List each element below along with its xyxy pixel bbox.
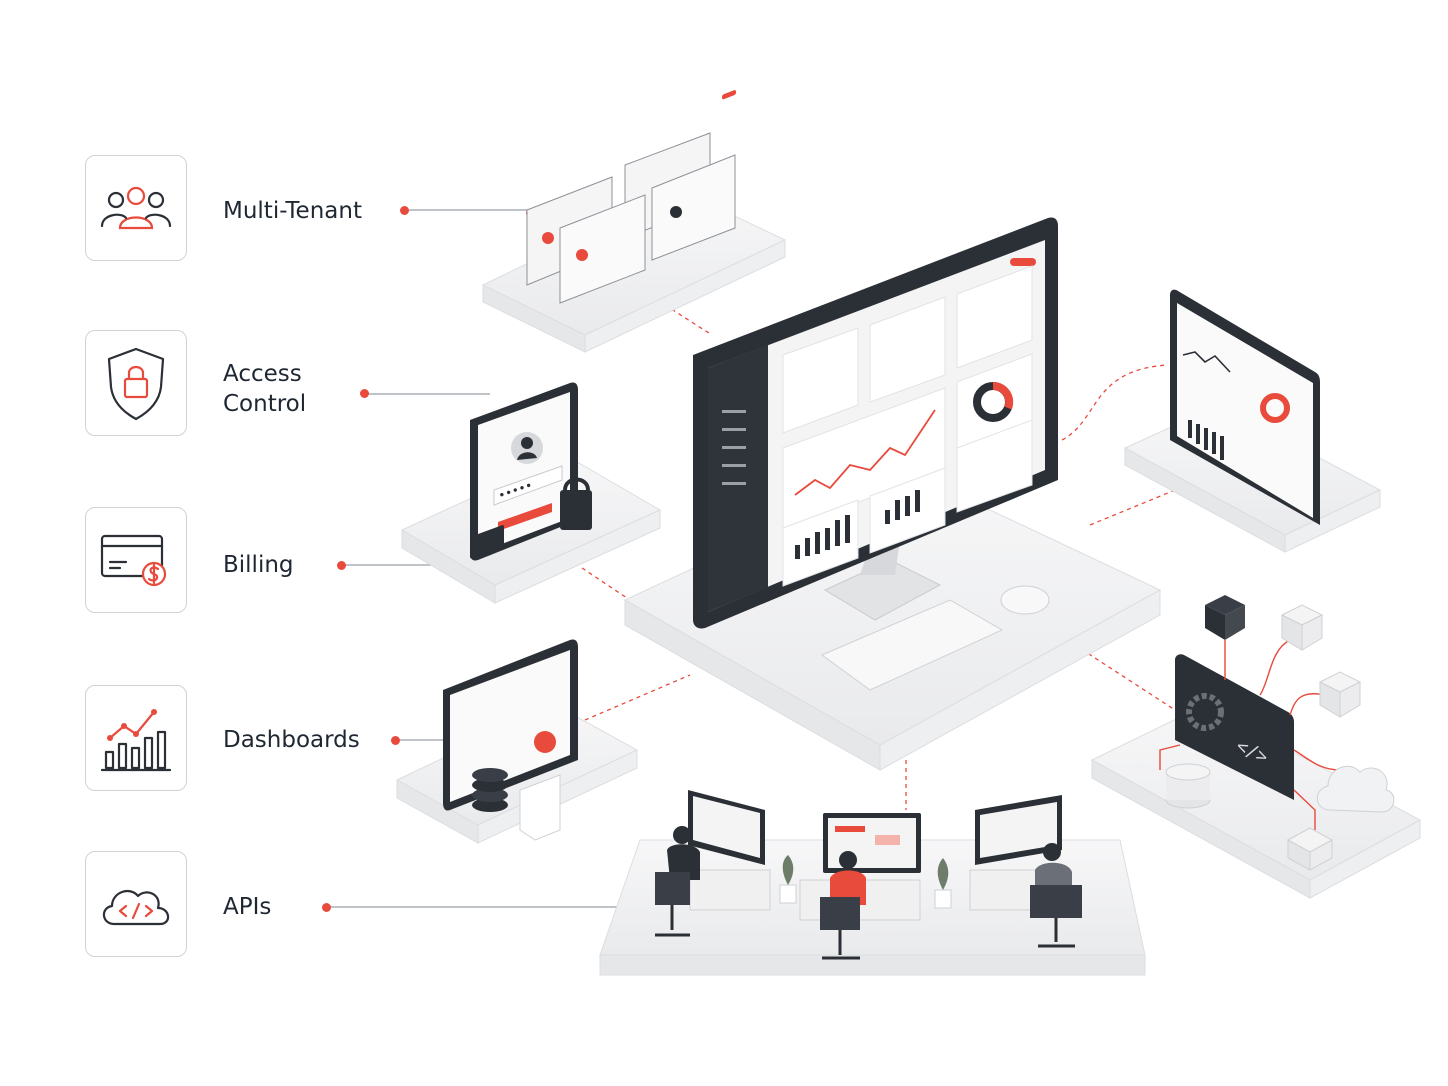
team-monitor [975,795,1062,865]
billing-platform [395,525,639,844]
credit-card-icon [470,525,504,559]
connector-dot-access-control [360,389,369,398]
tenant-avatar-red [542,232,554,244]
feature-label-billing: Billing [223,550,294,580]
multi-tenant-card [85,155,187,261]
feature-label-line: APIs [223,894,272,920]
screen-donut [973,381,1014,422]
connector-dot-billing [337,561,346,570]
padlock-icon [560,477,592,530]
office-chair [820,897,860,930]
api-platform: </> [1090,595,1422,899]
users-icon [100,186,172,230]
feature-label-multi-tenant: Multi-Tenant [223,196,362,226]
tenant-avatar-dark [670,206,682,218]
team-monitor [688,790,765,865]
cloud-icon [1316,765,1395,813]
office-chair [1030,885,1082,918]
sidebar-accent [722,90,736,100]
connector-login [581,567,631,601]
login-platform: ••••• [400,382,662,604]
keyboard [820,599,1004,691]
card-dollar-icon [100,534,167,587]
dollar-badge [534,731,556,753]
connector-analytics [1061,364,1169,441]
connector-dot-dashboards [391,736,400,745]
bar-chart-trend-icon [100,709,172,772]
feature-label-line: Access [223,361,302,387]
screen-cards [782,265,1033,587]
feature-label-dashboards: Dashboards [223,725,360,755]
coin-stack [472,768,508,812]
api-wires [1159,639,1341,830]
api-device [1175,654,1294,800]
feature-label-line: Dashboards [223,727,360,753]
billing-card [85,507,187,613]
screen-line-chart [794,409,936,496]
analytics-donut [1260,393,1290,423]
analytics-bars [1188,420,1224,460]
main-monitor [693,90,1058,629]
feature-label-apis: APIs [223,892,271,922]
connector-billing [584,674,691,721]
screen-bar-chart [795,490,920,559]
feature-label-line: Billing [223,552,294,578]
tenant-avatar-red [576,249,588,261]
plant-icon [934,858,952,909]
person-dark [655,826,700,937]
shield-lock-icon [107,347,165,421]
person-red [820,851,866,960]
login-button [498,503,552,531]
team-monitor [823,813,921,873]
analytics-sparkline [1182,351,1231,373]
analytics-platform [1123,289,1382,553]
connector-dot-apis [322,903,331,912]
connector-dot-multi-tenant [400,206,409,215]
password-field [493,465,563,506]
dashboards-card [85,685,187,791]
feature-label-access-control: Access Control [223,359,306,419]
node-cube-light [1318,671,1362,718]
node-cube-light [1286,827,1334,871]
team-platform [599,790,1146,976]
monitor-sidebar [708,345,768,612]
feature-label-line: Control [223,391,307,417]
apis-card [85,851,187,957]
database-icon [1165,763,1211,809]
screen-header-button [1010,258,1036,266]
cloud-code-icon [102,889,170,926]
plant-icon [779,855,797,904]
mouse [1000,585,1050,615]
receipt [519,774,561,841]
sidebar-items [722,410,746,485]
node-cube-dark [1205,595,1245,640]
access-control-card [85,330,187,436]
office-chair [655,872,690,905]
node-cube-light [1280,604,1324,651]
person-gray [1030,843,1082,948]
desk [689,869,771,911]
tenant-card [526,132,736,304]
connector-api [1074,644,1176,711]
feature-label-line: Multi-Tenant [223,198,362,224]
gear-icon [1186,693,1224,731]
tenants-platform [481,132,787,353]
connector-analytics-2 [1089,487,1181,526]
